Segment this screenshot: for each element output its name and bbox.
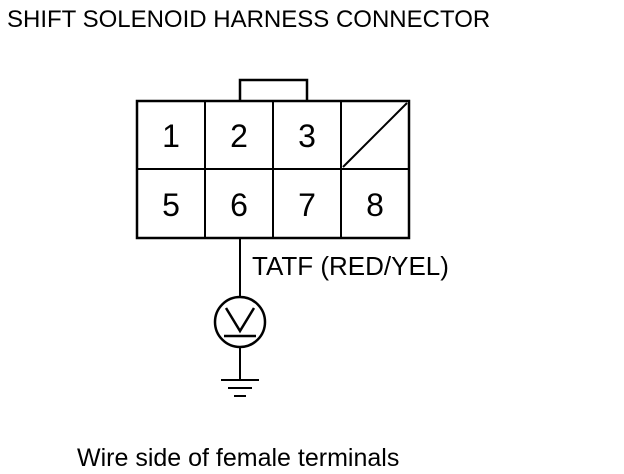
pin-5-label: 5	[162, 187, 180, 223]
ground-icon	[221, 379, 259, 397]
pin-2-label: 2	[230, 118, 248, 154]
connector-cavity-grid	[137, 101, 409, 238]
pin-6-label: 6	[230, 187, 248, 223]
connector-lock-tab	[238, 78, 309, 101]
pin-1-label: 1	[162, 118, 180, 154]
unused-cavity-slash	[342, 102, 408, 168]
wire-label: TATF (RED/YEL)	[252, 251, 449, 281]
pin-7-label: 7	[298, 187, 316, 223]
diagram-caption: Wire side of female terminals	[77, 444, 399, 472]
pin-8-label: 8	[366, 187, 384, 223]
diagram-title: SHIFT SOLENOID HARNESS CONNECTOR	[7, 6, 490, 33]
voltmeter-icon	[213, 295, 267, 349]
pin-3-label: 3	[298, 118, 316, 154]
